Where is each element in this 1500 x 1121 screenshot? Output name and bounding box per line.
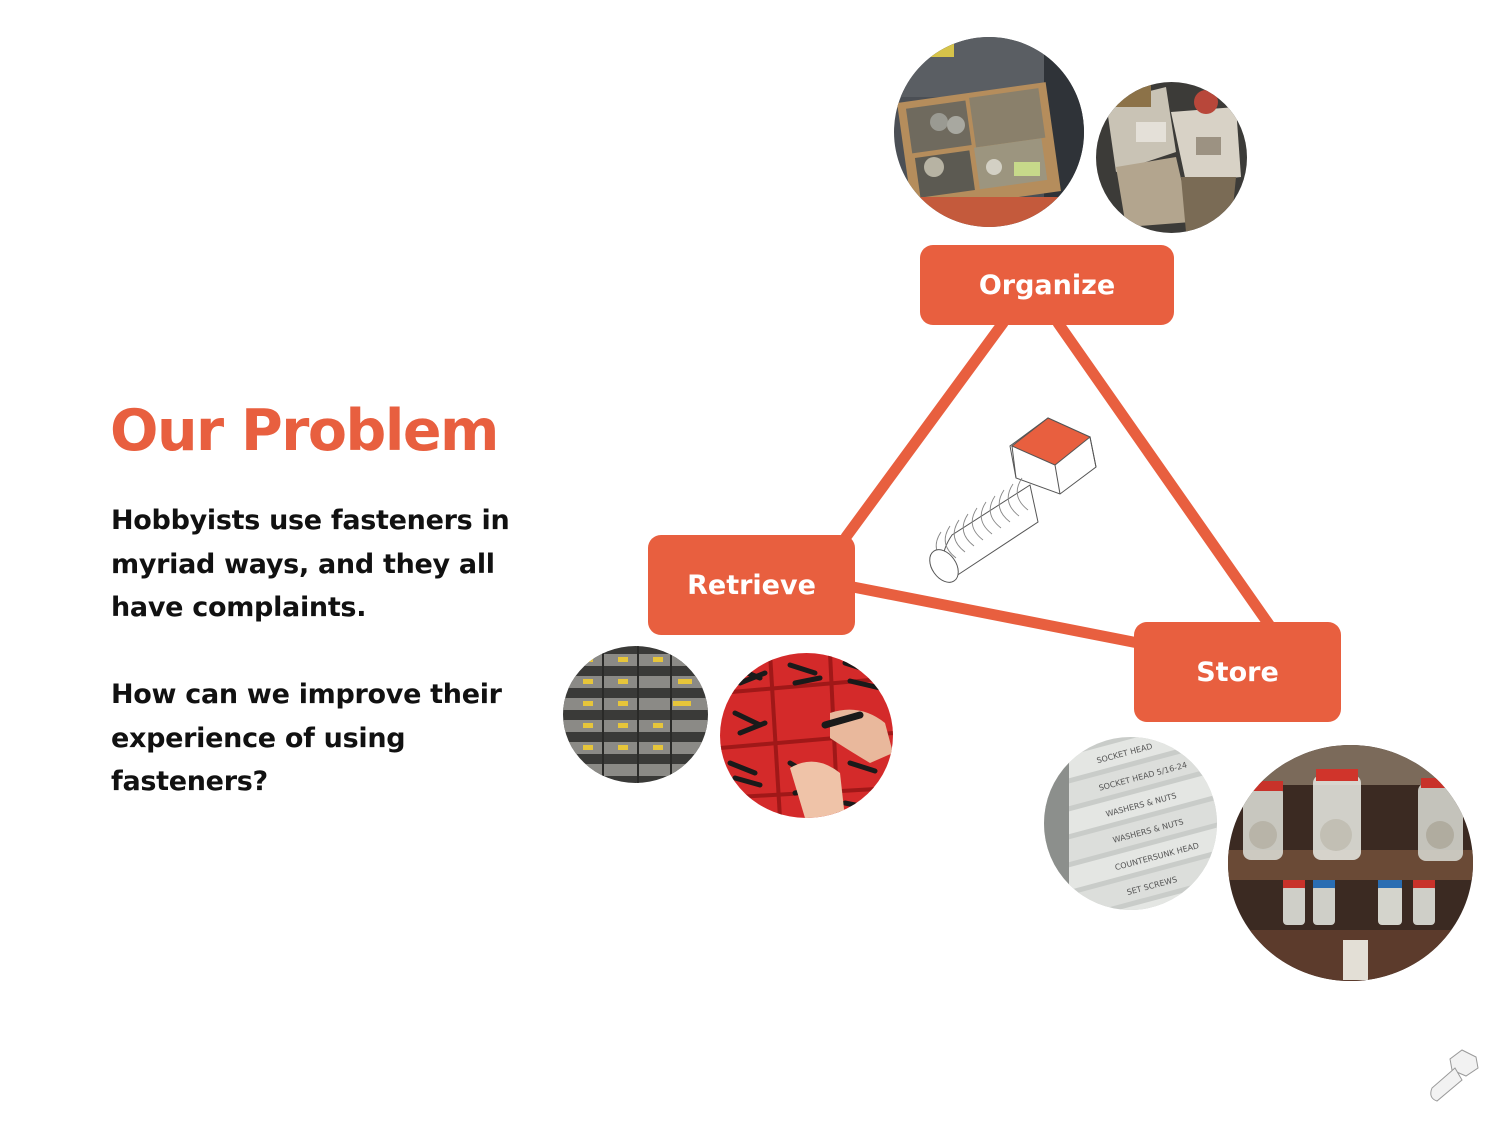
store-node: Store: [1134, 622, 1341, 722]
retrieve-node: Retrieve: [648, 535, 855, 635]
wooden-box-of-parts-photo: [894, 37, 1084, 227]
drawer-cabinet-photo: [563, 646, 708, 783]
organize-label: Organize: [978, 269, 1116, 301]
triangle-lines: [840, 317, 1276, 649]
bags-of-hardware-photo: [1096, 82, 1247, 233]
problem-question: How can we improve their experience of u…: [111, 679, 502, 797]
page-title: Our Problem: [110, 398, 499, 464]
problem-statement: Hobbyists use fasteners in myriad ways, …: [111, 505, 510, 623]
retrieve-label: Retrieve: [687, 569, 816, 601]
bolt-icon: [929, 417, 1097, 583]
store-label: Store: [1196, 656, 1279, 688]
organize-node: Organize: [920, 245, 1174, 325]
hanging-jars-photo: [1228, 745, 1473, 981]
